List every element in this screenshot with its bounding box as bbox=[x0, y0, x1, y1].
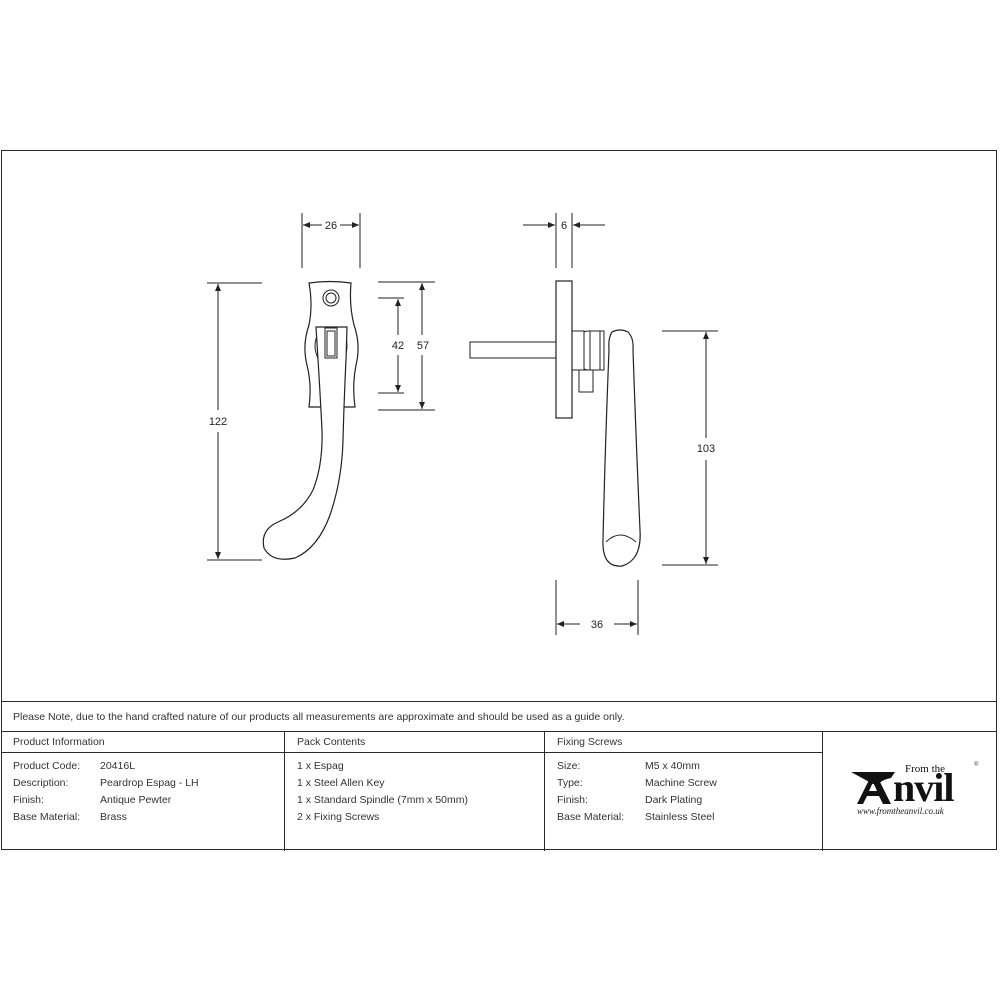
anvil-icon bbox=[851, 772, 895, 804]
dim-width-label: 26 bbox=[325, 220, 337, 232]
logo-brand: nvil bbox=[893, 765, 954, 810]
base-material-value: Brass bbox=[100, 811, 127, 823]
product-information-section: Product Information Product Code:20416L … bbox=[1, 732, 285, 851]
pack-item: 2 x Fixing Screws bbox=[297, 811, 380, 823]
screw-material-value: Stainless Steel bbox=[645, 811, 715, 823]
description-value: Peardrop Espag - LH bbox=[100, 777, 199, 789]
info-row: Type: Machine Screw bbox=[545, 777, 822, 794]
logo-section: From the nvil ® www.fromtheanvil.co.uk bbox=[823, 732, 997, 851]
dim-lever-length-label: 103 bbox=[697, 443, 715, 455]
screw-size-value: M5 x 40mm bbox=[645, 760, 700, 772]
pack-item: 1 x Espag bbox=[297, 760, 344, 772]
front-view-handle bbox=[262, 280, 359, 560]
pack-contents-title: Pack Contents bbox=[285, 732, 544, 753]
row-label: Product Code: bbox=[13, 760, 81, 772]
from-the-anvil-logo: From the nvil ® www.fromtheanvil.co.uk bbox=[851, 762, 983, 822]
logo-registered: ® bbox=[974, 762, 979, 768]
logo-from-the: From the bbox=[905, 763, 946, 775]
dim-fixing-centres-label: 42 bbox=[392, 340, 404, 352]
info-row: Size: M5 x 40mm bbox=[545, 760, 822, 777]
drawing-sheet bbox=[1, 150, 997, 850]
info-row: Finish: Dark Plating bbox=[545, 794, 822, 811]
row-label: Base Material: bbox=[13, 811, 81, 823]
row-label: Finish: bbox=[557, 794, 588, 806]
product-information-title: Product Information bbox=[1, 732, 284, 753]
note-text: Please Note, due to the hand crafted nat… bbox=[13, 711, 625, 723]
dim-backplate-height-label: 57 bbox=[417, 340, 429, 352]
info-table: Product Information Product Code:20416L … bbox=[1, 731, 997, 851]
row-label: Description: bbox=[13, 777, 69, 789]
product-code-value: 20416L bbox=[100, 760, 136, 772]
dim-backplate-depth-label: 6 bbox=[561, 220, 567, 232]
pack-item: 1 x Standard Spindle (7mm x 50mm) bbox=[297, 794, 468, 806]
row-label: Type: bbox=[557, 777, 583, 789]
info-row: Finish: Antique Pewter bbox=[1, 794, 284, 811]
info-row: Product Code: 20416L bbox=[1, 760, 284, 777]
pack-contents-section: Pack Contents 1 x Espag 1 x Steel Allen … bbox=[285, 732, 545, 851]
info-row: Base Material: Stainless Steel bbox=[545, 811, 822, 828]
dim-projection-label: 36 bbox=[591, 619, 603, 631]
side-view-handle bbox=[469, 280, 641, 567]
pack-item: 1 x Steel Allen Key bbox=[297, 777, 385, 789]
row-label: Base Material: bbox=[557, 811, 625, 823]
front-dimensions bbox=[207, 213, 435, 561]
side-dimensions bbox=[523, 213, 718, 635]
row-label: Finish: bbox=[13, 794, 44, 806]
info-row: Base Material: Brass bbox=[1, 811, 284, 828]
measurement-note: Please Note, due to the hand crafted nat… bbox=[1, 701, 997, 731]
info-row: Description: Peardrop Espag - LH bbox=[1, 777, 284, 794]
row-label: Size: bbox=[557, 760, 581, 772]
screw-type-value: Machine Screw bbox=[645, 777, 717, 789]
fixing-screws-title: Fixing Screws bbox=[545, 732, 822, 753]
screw-finish-value: Dark Plating bbox=[645, 794, 703, 806]
logo-url: www.fromtheanvil.co.uk bbox=[857, 806, 944, 816]
dim-overall-height-label: 122 bbox=[209, 416, 227, 428]
fixing-screws-section: Fixing Screws Size: M5 x 40mm Type: Machin… bbox=[545, 732, 823, 851]
finish-value: Antique Pewter bbox=[100, 794, 172, 806]
